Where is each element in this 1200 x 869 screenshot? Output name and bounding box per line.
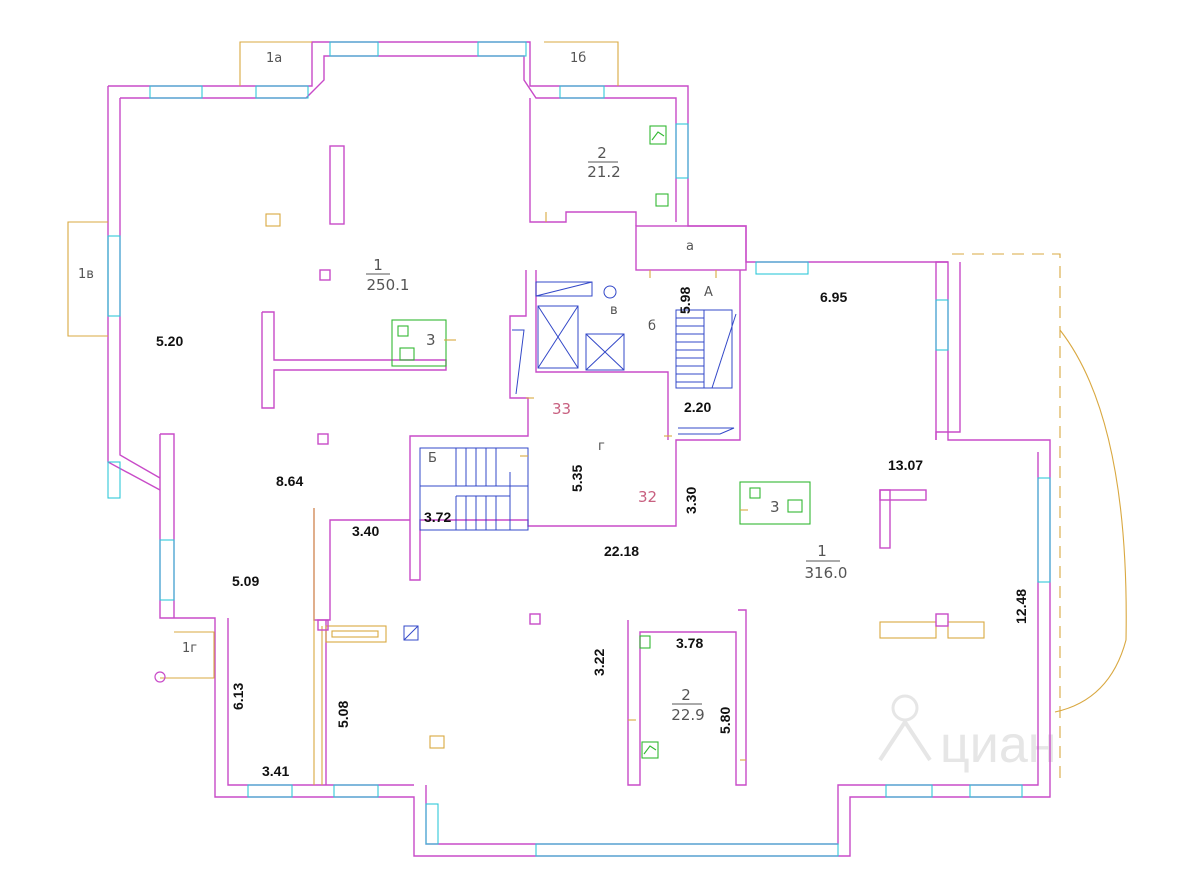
dimension-8-64: 8.64 (276, 473, 303, 489)
columns (317, 269, 541, 631)
dimension-5-09: 5.09 (232, 573, 259, 589)
interior-walls (261, 98, 985, 786)
dimension-6-95: 6.95 (820, 289, 847, 305)
stair-b-label: Б (428, 451, 437, 466)
dimension-5-98: 5.98 (677, 287, 693, 314)
dimensions: 5.20 8.64 5.09 6.13 3.41 5.08 3.40 3.72 … (156, 287, 1029, 779)
stair-a-label: А (704, 285, 713, 300)
stair-a (675, 309, 737, 435)
dimension-5-35: 5.35 (569, 465, 585, 492)
room-office-top-area: 21.2 (587, 163, 620, 181)
room-big-left-number: 1 (373, 256, 383, 274)
plumbing (265, 125, 811, 759)
zone-1b: 1б (570, 51, 586, 66)
door-marks (444, 212, 748, 761)
room-big-right-number: 1 (817, 542, 827, 560)
zone-1v: 1в (78, 267, 94, 282)
dimension-22-18: 22.18 (604, 543, 639, 559)
zone-1g: 1г (182, 641, 197, 656)
room-big-right-area: 316.0 (805, 564, 848, 582)
dimension-3-41: 3.41 (262, 763, 289, 779)
zone-1a: 1а (266, 51, 282, 66)
room-big-left-area: 250.1 (367, 276, 410, 294)
room-labels: 1 250.1 1 316.0 2 21.2 2 22.9 3 3 1а 1б … (78, 51, 847, 724)
zone-33: 33 (552, 400, 571, 418)
dimension-3-30: 3.30 (683, 487, 699, 514)
dimension-2-20: 2.20 (684, 399, 711, 415)
zone-v: в (610, 303, 618, 318)
balconies (67, 41, 1127, 785)
zone-b: б (648, 319, 656, 334)
elevator-shafts (512, 281, 625, 395)
zone-a: а (686, 239, 694, 254)
dimension-3-22: 3.22 (591, 649, 607, 676)
windows (107, 41, 1051, 857)
dimension-5-20: 5.20 (156, 333, 183, 349)
room-wc-left-number: 3 (426, 331, 436, 349)
zone-g: г (598, 439, 605, 454)
dimension-5-08: 5.08 (335, 701, 351, 728)
exterior-walls (107, 41, 1051, 857)
watermark: циан (878, 694, 1056, 774)
dimension-3-72: 3.72 (424, 509, 451, 525)
stair-b (419, 447, 529, 531)
room-office-bottom-number: 2 (681, 686, 691, 704)
dimension-12-48: 12.48 (1013, 589, 1029, 624)
dimension-6-13: 6.13 (230, 683, 246, 710)
dimension-5-80: 5.80 (717, 707, 733, 734)
dimension-13-07: 13.07 (888, 457, 923, 473)
room-office-bottom-area: 22.9 (671, 706, 704, 724)
dimension-3-40: 3.40 (352, 523, 379, 539)
dimension-3-78: 3.78 (676, 635, 703, 651)
watermark-text: циан (940, 716, 1056, 774)
zone-32: 32 (638, 488, 657, 506)
room-wc-right-number: 3 (770, 498, 780, 516)
room-office-top-number: 2 (597, 144, 607, 162)
